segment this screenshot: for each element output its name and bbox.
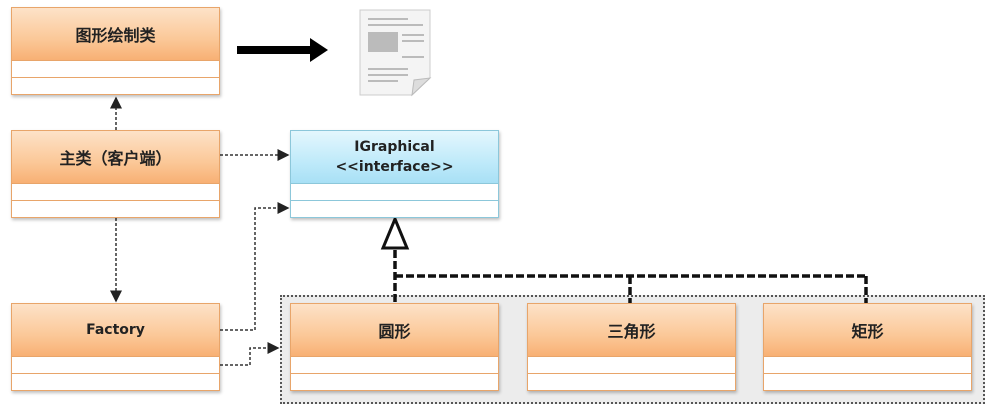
methods-compartment [290,201,499,218]
methods-compartment [763,374,972,391]
methods-compartment [11,201,220,218]
attributes-compartment [11,184,220,201]
class-drawer[interactable]: 图形绘制类 [11,7,220,95]
class-circle[interactable]: 圆形 [290,303,499,391]
class-name: Factory [86,322,145,338]
realization-triangle-icon [380,215,410,250]
document-icon [358,8,432,97]
attributes-compartment [11,357,220,374]
attributes-compartment [290,184,499,201]
methods-compartment [290,374,499,391]
interface-name: IGraphical [354,139,435,155]
factory-to-interface-dependency [220,202,290,331]
interface-igraphical[interactable]: IGraphical <<interface>> [290,130,499,218]
output-arrow-icon [237,38,328,62]
class-triangle[interactable]: 三角形 [527,303,736,391]
class-factory[interactable]: Factory [11,303,220,391]
class-name: 矩形 [851,322,884,341]
class-name: 主类（客户端） [59,149,172,168]
class-rectangle[interactable]: 矩形 [763,303,972,391]
interface-stereotype: <<interface>> [335,159,454,175]
attributes-compartment [290,357,499,374]
class-name: 图形绘制类 [75,26,156,45]
attributes-compartment [763,357,972,374]
attributes-compartment [527,357,736,374]
class-name: 圆形 [378,322,411,341]
methods-compartment [527,374,736,391]
methods-compartment [11,374,220,391]
class-client[interactable]: 主类（客户端） [11,130,220,218]
factory-to-shapes-dependency [220,342,280,366]
methods-compartment [11,78,220,95]
attributes-compartment [11,61,220,78]
class-name: 三角形 [607,322,656,341]
realization-lines [393,250,868,303]
